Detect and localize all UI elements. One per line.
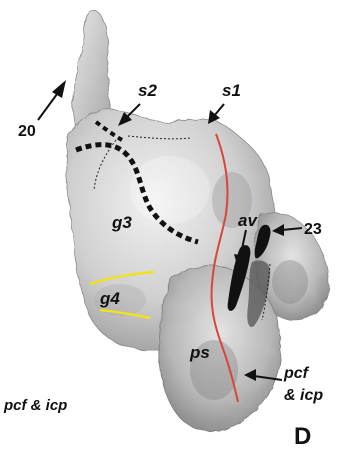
label-g4: g4 xyxy=(99,289,120,308)
label-20: 20 xyxy=(18,123,36,140)
shade-4 xyxy=(272,260,308,304)
label-pcf-right-2: & icp xyxy=(284,387,323,404)
label-ps: ps xyxy=(189,343,210,362)
label-pcf-left: pcf & icp xyxy=(3,397,67,414)
label-s1: s1 xyxy=(222,81,241,100)
label-s2: s2 xyxy=(138,81,157,100)
label-av: av xyxy=(238,211,258,230)
label-pcf-right-1: pcf xyxy=(283,365,310,382)
panel-letter: D xyxy=(294,423,311,449)
label-23: 23 xyxy=(304,221,322,238)
label-g3: g3 xyxy=(111,213,132,232)
